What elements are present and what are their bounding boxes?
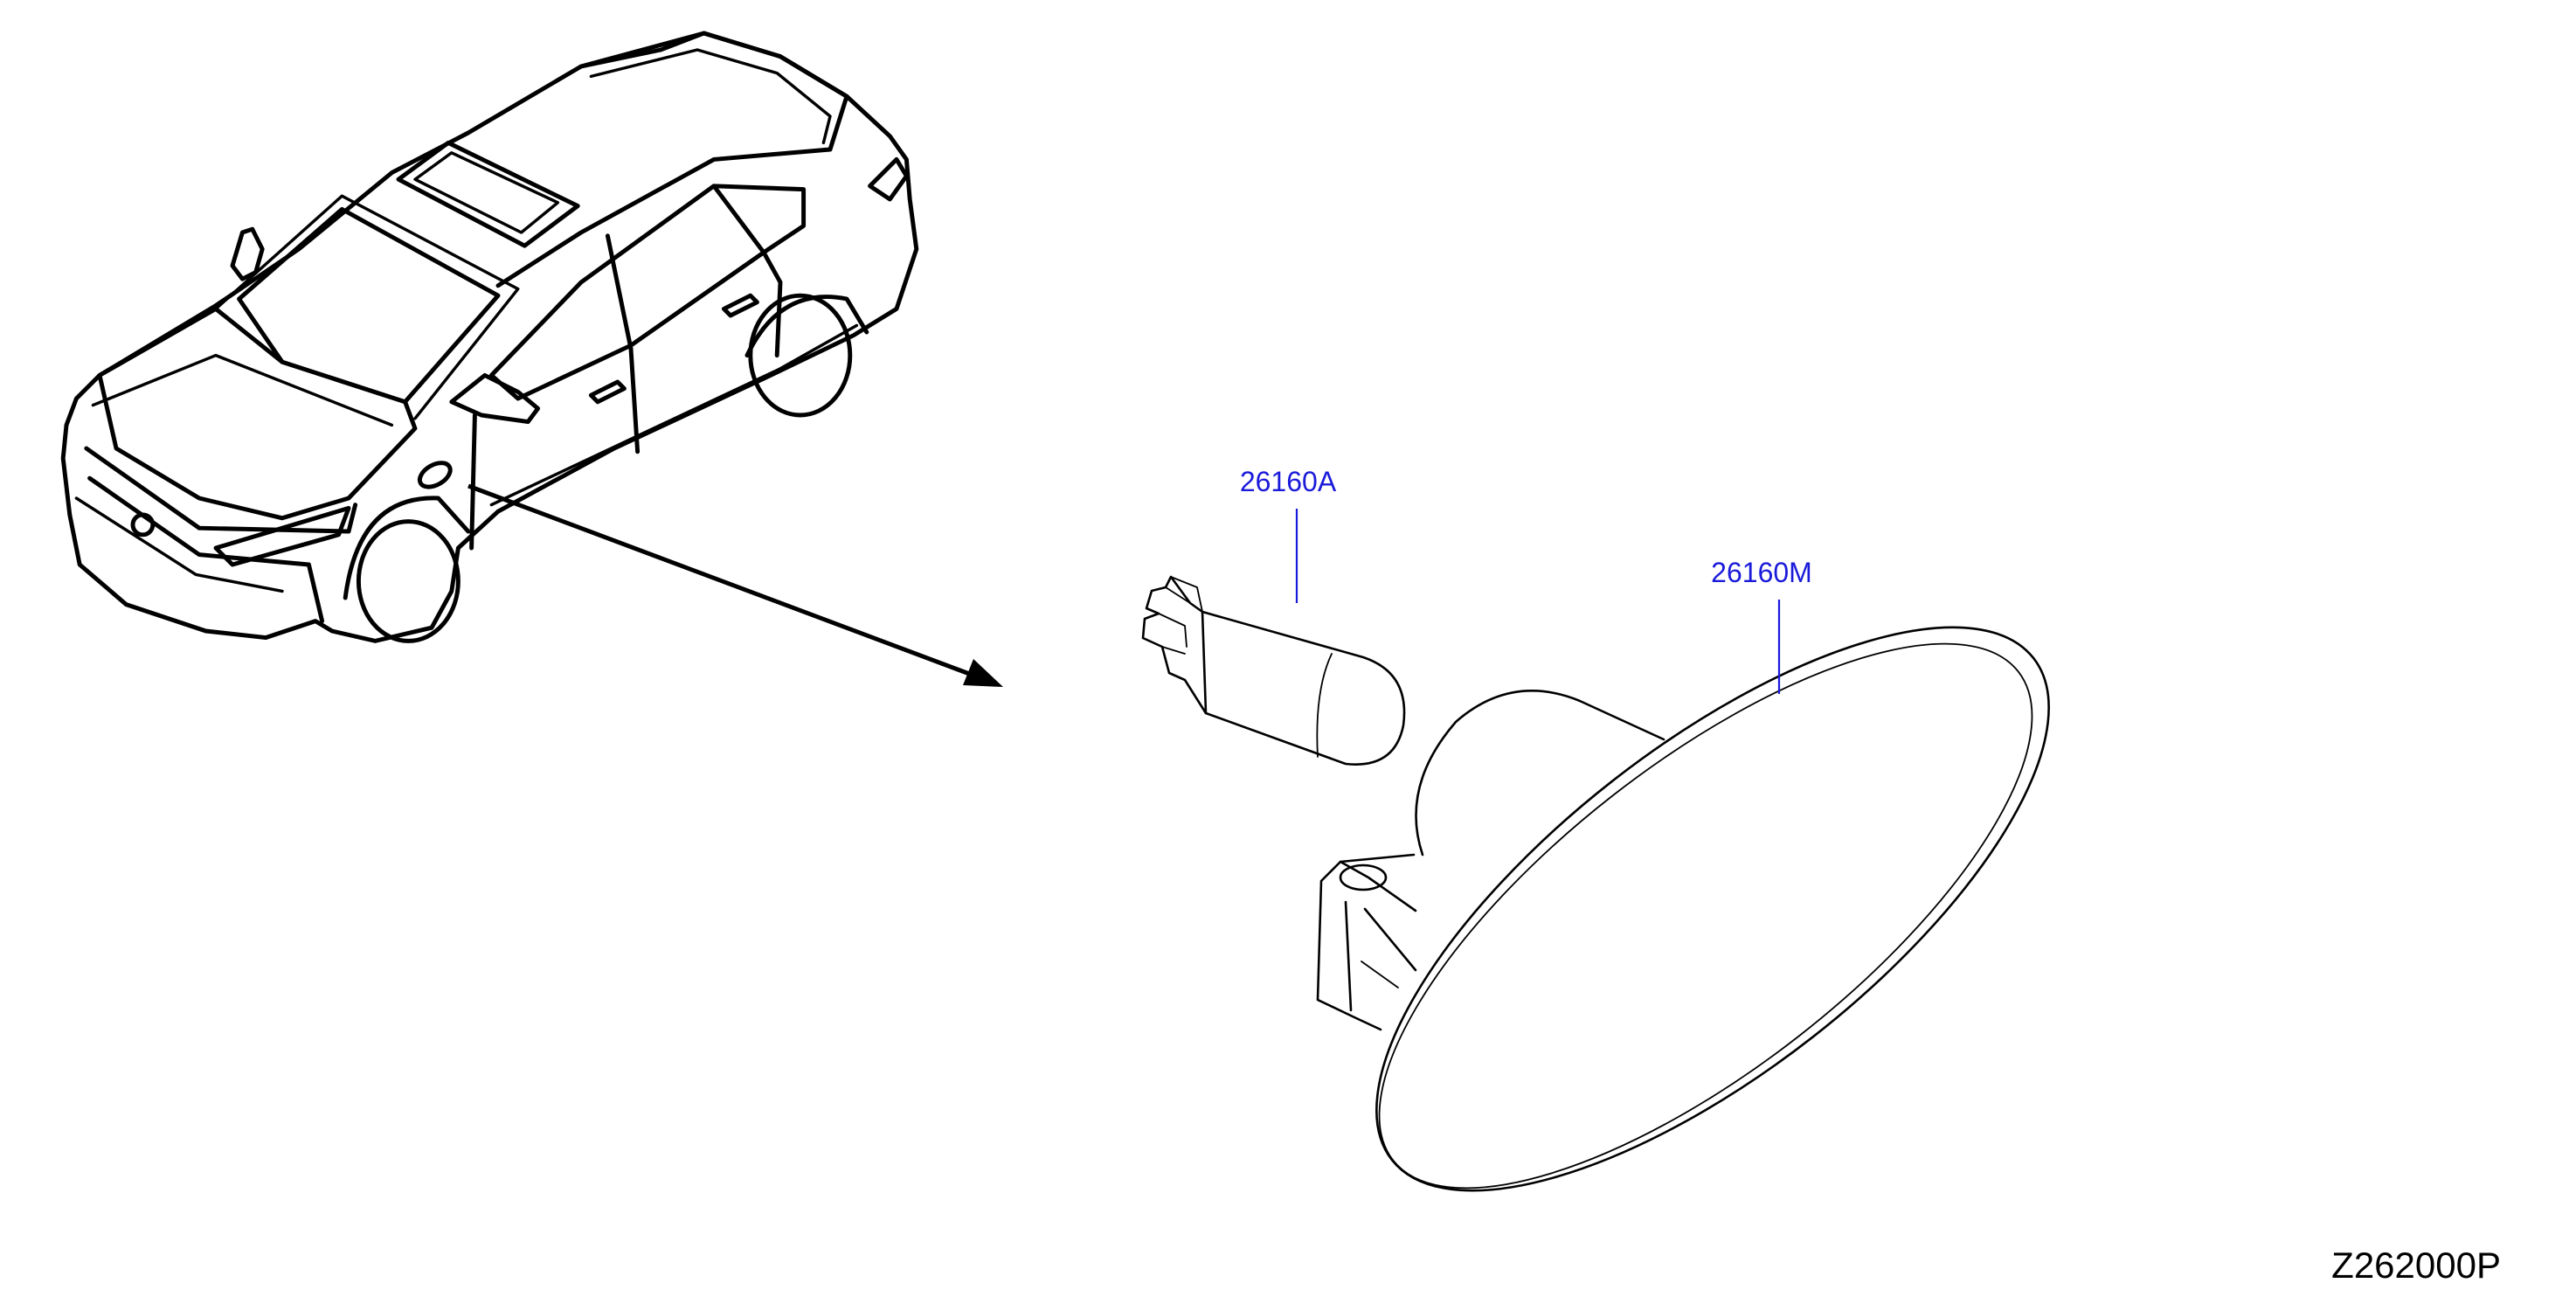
part-label-26160M[interactable]: 26160M (1711, 557, 1812, 694)
part-number-text[interactable]: 26160A (1240, 466, 1337, 497)
part-number-text[interactable]: 26160M (1711, 557, 1812, 588)
pointer-arrow (467, 483, 1003, 687)
bulb-illustration (1141, 575, 1406, 766)
part-label-26160A[interactable]: 26160A (1240, 466, 1337, 603)
diagram-code: Z262000P (2331, 1245, 2501, 1286)
car-illustration (60, 31, 919, 643)
side-lamp-illustration (1316, 626, 2050, 1192)
side-marker-location (417, 461, 453, 489)
